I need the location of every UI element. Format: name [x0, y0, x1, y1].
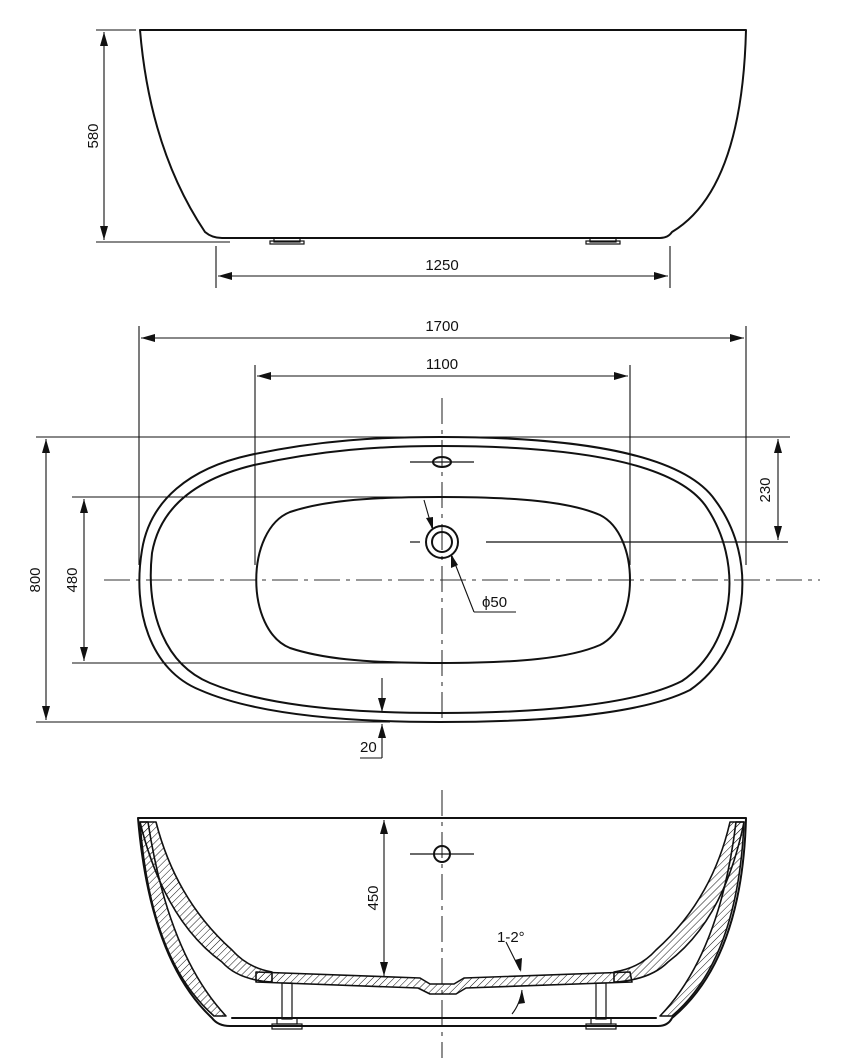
dim-drain-diameter: ϕ50 [482, 594, 507, 611]
dim-feet-spacing: 1250 [425, 257, 458, 274]
plan-inner-rim [149, 445, 731, 714]
side-foot-right [585, 237, 621, 245]
side-foot-left [269, 237, 305, 245]
section-floor [255, 971, 633, 995]
dim-drain-offset: 230 [757, 477, 774, 502]
side-elevation-view: 580 1250 [85, 29, 747, 288]
dim-overall-length: 1700 [425, 318, 458, 335]
dim-rim-thickness: 20 [360, 739, 377, 756]
dim-overall-width: 800 [27, 567, 44, 592]
section-foot-left [271, 982, 303, 1030]
dim-inner-width: 480 [64, 567, 81, 592]
plan-drain [410, 525, 788, 559]
dim-section-depth: 450 [365, 885, 382, 910]
section-view: 450 1-2° [137, 790, 747, 1058]
plan-view: 1700 1100 800 480 230 ϕ50 [27, 318, 820, 759]
dim-floor-slope: 1-2° [497, 929, 525, 946]
plan-outer-rim [138, 436, 744, 723]
dim-side-height: 580 [85, 123, 102, 148]
dim-inner-length: 1100 [426, 356, 458, 373]
section-foot-right [585, 982, 617, 1030]
side-tub-outline [139, 29, 747, 239]
